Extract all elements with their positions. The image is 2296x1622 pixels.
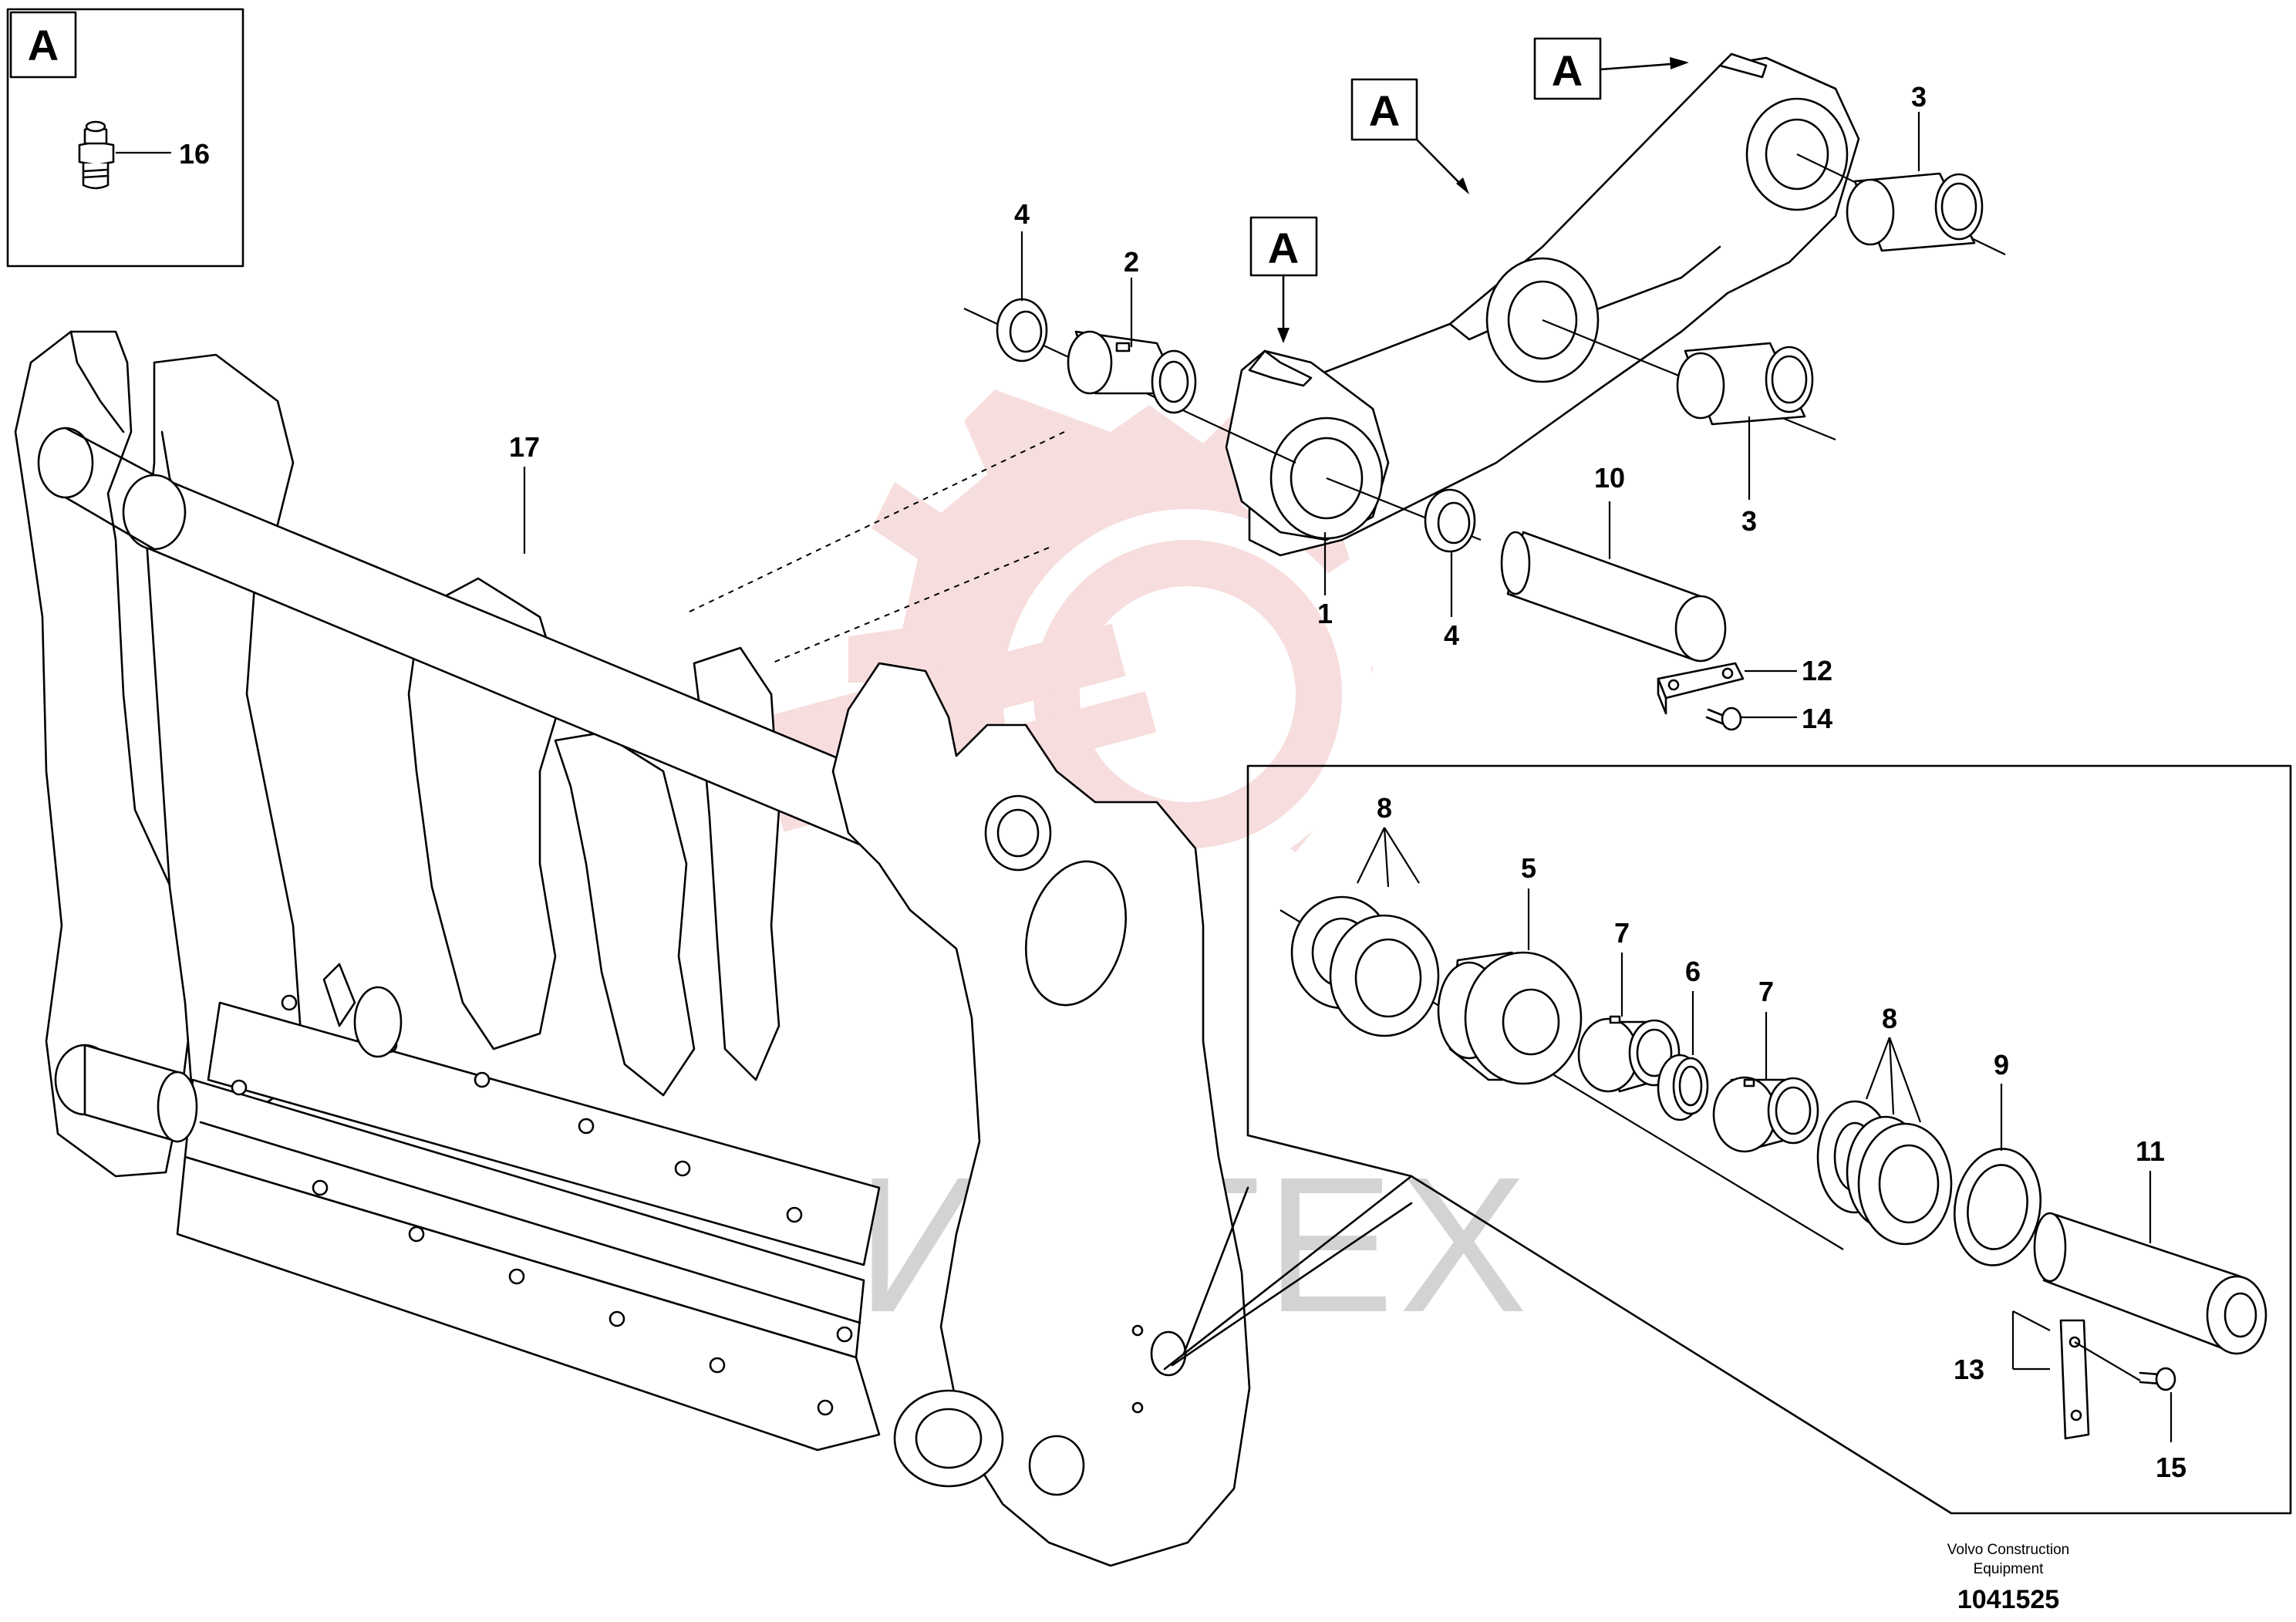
document-number: 1041525 [1957, 1585, 2059, 1614]
link-arm-part-1 [1225, 52, 1860, 557]
bushing-part-3-lower [1676, 342, 1814, 426]
reference-tag-a-3: A [1533, 37, 1689, 100]
part-label-9: 9 [1994, 1049, 2009, 1081]
seal-part-4-left [996, 298, 1048, 363]
tool-carrier-frame [14, 330, 1251, 1567]
part-label-6: 6 [1685, 956, 1701, 987]
washer-part-9 [1953, 1148, 2042, 1266]
detail-inset-panel [1163, 764, 2292, 1515]
lock-plate-part-13 [2059, 1319, 2090, 1440]
seal-set-part-8-left [1290, 895, 1440, 1037]
part-label-3: 3 [1911, 81, 1927, 113]
part-label-11: 11 [2136, 1135, 2165, 1167]
footer-company-line2: Equipment [1974, 1561, 2045, 1577]
part-label-17: 17 [509, 431, 540, 463]
part-label-10: 10 [1594, 462, 1625, 494]
part-label-15: 15 [2156, 1452, 2186, 1483]
pin-part-11 [2033, 1212, 2267, 1355]
bushing-part-7-second [1712, 1076, 1819, 1153]
part-label-3: 3 [1741, 505, 1757, 537]
coupling-bolts [231, 994, 853, 1416]
lock-plate-part-12 [1657, 662, 1745, 715]
reference-tag-a-2: A [1350, 78, 1469, 194]
pin-part-10 [1500, 531, 1727, 663]
inset-panel-a: A 16 [6, 8, 244, 268]
reference-tag-a-1: A [1249, 216, 1318, 343]
part-label-4: 4 [1444, 619, 1459, 651]
part-label-7: 7 [1758, 976, 1774, 1007]
footer-block: Volvo Construction Equipment 1041525 [1947, 1542, 2069, 1614]
part-label-4: 4 [1014, 198, 1030, 230]
leader-lines [523, 112, 2173, 1442]
seal-part-4-right [1424, 488, 1476, 553]
alignment-line-upper [686, 431, 1065, 614]
bolt-part-14 [1705, 706, 1742, 731]
part-label-1: 1 [1317, 598, 1333, 629]
alignment-line-lower [770, 547, 1050, 664]
part-label-2: 2 [1124, 246, 1139, 278]
part-label-14: 14 [1802, 703, 1832, 734]
svg-text:A: A [1552, 46, 1583, 95]
part-label-5: 5 [1521, 852, 1536, 884]
part-label-13: 13 [1954, 1354, 1984, 1385]
part-labels: 4 2 17 1 4 10 3 3 12 14 8 5 7 6 7 8 9 11… [509, 81, 2186, 1483]
seal-set-part-8-right [1816, 1100, 1953, 1246]
part-label-7: 7 [1614, 917, 1630, 949]
footer-company-line1: Volvo Construction [1947, 1542, 2069, 1558]
bushing-part-3-upper [1846, 172, 1984, 252]
ring-part-6 [1657, 1054, 1709, 1121]
bearing-housing-part-5 [1437, 951, 1583, 1085]
part-label-8: 8 [1377, 792, 1392, 824]
grease-nipple-part-16 [78, 120, 115, 190]
bolt-part-15 [2139, 1367, 2176, 1391]
part-label-8: 8 [1882, 1003, 1897, 1034]
reference-tag-letter: A [28, 21, 59, 69]
bushing-part-2 [1067, 330, 1197, 414]
svg-text:A: A [1268, 224, 1299, 272]
part-label-12: 12 [1802, 655, 1832, 686]
part-label-16: 16 [179, 138, 210, 170]
svg-text:A: A [1369, 86, 1400, 135]
